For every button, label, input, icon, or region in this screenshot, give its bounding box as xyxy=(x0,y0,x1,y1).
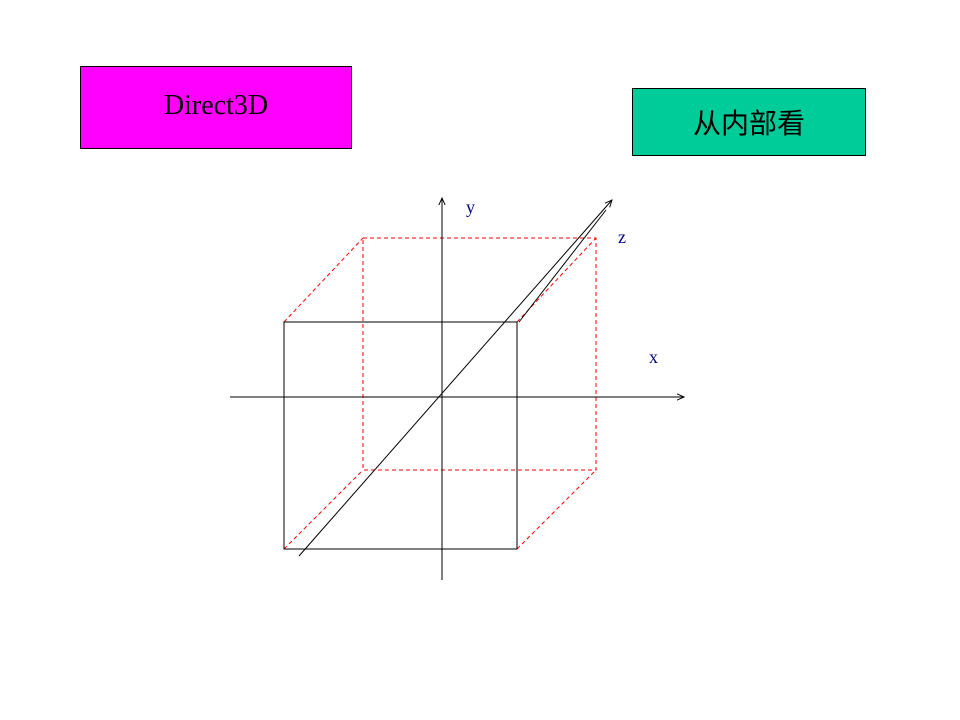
y-axis-label: y xyxy=(466,197,475,217)
front-face-square xyxy=(283,321,518,550)
direct3d-title-box: Direct3D xyxy=(80,66,352,149)
back-face-square xyxy=(362,237,597,471)
edge-top-right xyxy=(516,237,597,323)
view-from-inside-box: 从内部看 xyxy=(632,88,866,156)
view-from-inside-label: 从内部看 xyxy=(692,109,805,140)
edge-bottom-right xyxy=(516,469,597,550)
x-axis-label: x xyxy=(649,347,658,367)
edge-top-left xyxy=(283,237,364,323)
edge-bottom-left xyxy=(283,469,364,550)
z-axis xyxy=(298,200,612,557)
z-axis-offset-line xyxy=(518,209,607,323)
back-face xyxy=(283,237,597,550)
z-axis-label: z xyxy=(618,227,626,247)
direct3d-title-label: Direct3D xyxy=(163,89,269,121)
